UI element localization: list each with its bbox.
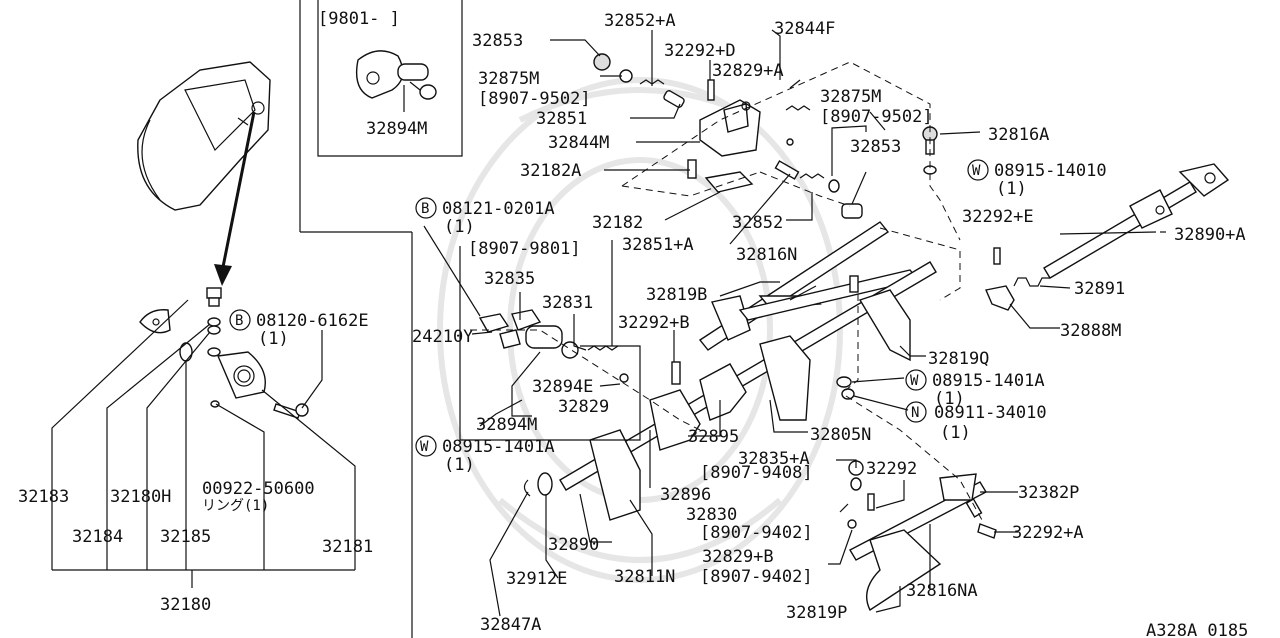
label-8907-9502-right: [8907-9502] [820,107,933,127]
transmission-housing [137,61,271,286]
label-08120-6162E: 08120-6162E [256,311,369,331]
label-32891: 32891 [1074,279,1125,299]
label-32819P: 32819P [786,603,847,623]
circle-w-1 [967,159,989,181]
label-32894E: 32894E [532,377,593,397]
circle-b-2 [229,309,251,331]
label-00922-50600: 00922-50600 [202,479,315,499]
left-small-parts [139,287,309,419]
label-32847A: 32847A [480,615,541,635]
label-32292A: 32292+A [1012,523,1084,543]
label-32852A: 32852+A [604,11,676,31]
label-32875M-left: 32875M [478,69,539,89]
label-32292: 32292 [866,459,917,479]
label-32830: 32830 [686,505,737,525]
label-qty-1f: (1) [444,455,475,475]
top-dashed-lines [621,61,961,241]
label-8907-9801: [8907-9801] [468,239,581,259]
circle-letter-w2: W [910,373,919,389]
label-32875M-right: 32875M [820,87,881,107]
label-32851: 32851 [536,109,587,129]
label-32819Q: 32819Q [928,349,989,369]
label-32819B: 32819B [646,285,707,305]
middle-leader-lines [423,225,1157,617]
label-08121-0201A: 08121-0201A [442,199,555,219]
circle-w-2 [905,369,927,391]
label-8907-9402-b: [8907-9402] [700,567,813,587]
label-32912E: 32912E [506,569,567,589]
label-32182A: 32182A [520,161,581,181]
label-32811N: 32811N [614,567,675,587]
circle-letter-n1: N [911,405,919,421]
label-08915-14010: 08915-14010 [994,161,1107,181]
label-32890: 32890 [548,535,599,555]
label-32292D: 32292+D [664,41,736,61]
top-leader-lines [550,29,981,245]
label-08915-1401A-left: 08915-1401A [442,437,555,457]
label-32831: 32831 [542,293,593,313]
label-32888M: 32888M [1060,321,1121,341]
circle-w-3 [415,435,437,457]
label-32894M-mid: 32894M [476,415,537,435]
label-32890A: 32890+A [1174,225,1246,245]
label-32180: 32180 [160,595,211,615]
circle-letter-w3: W [420,439,429,455]
shift-rail-right [985,163,1230,311]
label-32292E: 32292+E [962,207,1034,227]
label-08911-34010: 08911-34010 [934,403,1047,423]
label-8907-9402-a: [8907-9402] [700,523,813,543]
inset-part-32894M [355,50,437,112]
circle-letter-w1: W [972,163,981,179]
label-32184: 32184 [72,527,123,547]
label-32181: 32181 [322,537,373,557]
label-32844F: 32844F [774,19,835,39]
label-ring: リング(1) [202,498,269,514]
label-qty-1a: (1) [996,179,1027,199]
label-24210Y: 24210Y [412,327,473,347]
left-leader-lines [51,299,356,588]
label-32853-right: 32853 [850,137,901,157]
label-32829A: 32829+A [712,61,784,81]
label-32816N: 32816N [736,245,797,265]
label-8907-9408: [8907-9408] [700,463,813,483]
label-32185: 32185 [160,527,211,547]
label-qty-1c: (1) [258,329,289,349]
diagram-code-footer: A328A 0185 [1146,621,1248,638]
label-qty-1d: (1) [934,389,965,409]
label-32853-top: 32853 [472,31,523,51]
label-32382P: 32382P [1018,483,1079,503]
label-32895: 32895 [688,427,739,447]
label-32816NA: 32816NA [906,581,978,601]
circle-letter-b2: B [235,313,243,329]
label-qty-1e: (1) [940,423,971,443]
label-32292B: 32292+B [618,313,690,333]
label-32816A: 32816A [988,125,1049,145]
label-32180H: 32180H [110,487,171,507]
label-32805N: 32805N [810,425,871,445]
label-32835: 32835 [484,269,535,289]
circle-letter-b1: B [421,201,429,217]
label-32896: 32896 [660,485,711,505]
label-9801: [9801- ] [318,9,400,29]
label-32182: 32182 [592,213,643,233]
label-32183: 32183 [18,487,69,507]
label-32835A: 32835+A [738,449,810,469]
label-32852: 32852 [732,213,783,233]
label-32844M: 32844M [548,133,609,153]
main-shift-assembly [523,221,937,529]
circled-markers: W B B W N W [229,159,989,457]
label-08915-1401A-right: 08915-1401A [932,371,1045,391]
label-32894M-inset: 32894M [366,119,427,139]
label-32829: 32829 [558,397,609,417]
label-32851A: 32851+A [622,235,694,255]
circle-b-1 [415,197,437,219]
label-32829B: 32829+B [702,547,774,567]
circle-n-1 [905,401,927,423]
frame-lines [299,0,463,638]
part-labels: [9801- ] 32894M 32852+A 32844F 32853 322… [18,9,1248,638]
label-qty-1b: (1) [444,217,475,237]
label-8907-9502-left: [8907-9502] [478,89,591,109]
